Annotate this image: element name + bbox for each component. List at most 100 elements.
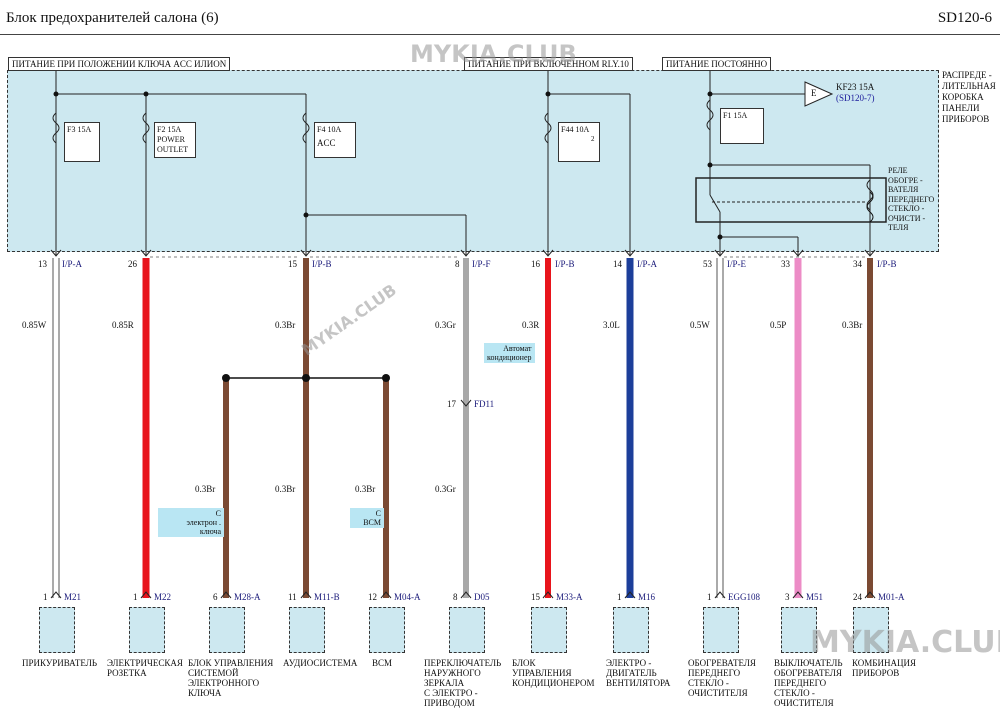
pin-conn: I/P-B <box>312 259 332 269</box>
component-box <box>703 607 739 653</box>
component-box <box>129 607 165 653</box>
pin-conn: I/P-A <box>62 259 82 269</box>
wire-spec: 0.3Gr <box>435 320 456 330</box>
component-box <box>613 607 649 653</box>
kf23-e-mark: E <box>811 88 817 98</box>
dest-pin-num: 3 <box>785 592 790 602</box>
component-box <box>531 607 567 653</box>
page-code: SD120-6 <box>937 10 992 26</box>
dest-conn: M11-B <box>314 592 340 602</box>
dest-conn: D05 <box>474 592 490 602</box>
wire-spec: 0.3Br <box>842 320 863 330</box>
dest-pin-num: 1 <box>617 592 622 602</box>
pin-num: 53 <box>703 259 712 269</box>
dest-pin-num: 11 <box>288 592 297 602</box>
watermark: MYKIA.CLUB <box>410 40 577 68</box>
component-box <box>853 607 889 653</box>
component-label: АУДИОСИСТЕМА <box>283 658 358 668</box>
fuse-f1: F1 15A <box>720 108 764 144</box>
wire-spec: 0.3Br <box>275 320 296 330</box>
dest-conn: M04-A <box>394 592 421 602</box>
dest-conn: M33-A <box>556 592 583 602</box>
wire-spec: 0.3R <box>522 320 540 330</box>
fuse-kf23: KF23 15A <box>836 82 875 92</box>
fuse-f44: F44 10A <box>558 122 600 162</box>
pin-conn: I/P-E <box>727 259 746 269</box>
wire-spec: 3.0L <box>603 320 620 330</box>
dest-conn: M01-A <box>878 592 905 602</box>
fuse-f3: F3 15A <box>64 122 100 162</box>
pin-conn: I/P-B <box>877 259 897 269</box>
wire-spec: 0.3Gr <box>435 484 456 494</box>
wire-spec: 0.3Br <box>275 484 296 494</box>
pin-num: 8 <box>455 259 460 269</box>
component-box <box>781 607 817 653</box>
relay-coil <box>866 191 874 223</box>
wire-spec: 0.3Br <box>195 484 216 494</box>
pin-conn: I/P-A <box>637 259 657 269</box>
wire-spec: 0.5P <box>770 320 787 330</box>
dest-conn: M28-A <box>234 592 261 602</box>
pin-conn: I/P-F <box>472 259 491 269</box>
dest-pin-num: 24 <box>853 592 862 602</box>
wire-spec: 0.85R <box>112 320 134 330</box>
pin-num: 14 <box>613 259 622 269</box>
dest-pin-num: 1 <box>707 592 712 602</box>
relay-box <box>695 177 887 223</box>
dest-conn: M21 <box>64 592 82 602</box>
pin-num: 15 <box>288 259 297 269</box>
component-box <box>289 607 325 653</box>
kf23-ref: (SD120-7) <box>836 93 875 103</box>
section-rly10: ПИТАНИЕ ПРИ ВКЛЮЧЕННОМ RLY.10 <box>464 57 633 71</box>
wire-spec: 0.85W <box>22 320 47 330</box>
pin-num: 16 <box>531 259 540 269</box>
component-box <box>369 607 405 653</box>
dest-pin-num: 8 <box>453 592 458 602</box>
watermark: MYKIA.CLUB <box>810 625 1000 660</box>
pin-num: 26 <box>128 259 137 269</box>
component-box <box>39 607 75 653</box>
pin-num: 34 <box>853 259 862 269</box>
dest-conn: M51 <box>806 592 824 602</box>
dest-conn: EGG108 <box>728 592 760 602</box>
kf23-arrow <box>804 81 834 107</box>
header-bar: Блок предохранителей салона (6) SD120-6 <box>0 0 1000 35</box>
dest-pin-num: 12 <box>368 592 377 602</box>
component-label: BCM <box>372 658 393 668</box>
component-box <box>209 607 245 653</box>
section-constant: ПИТАНИЕ ПОСТОЯННО <box>662 57 772 71</box>
dest-pin-num: 1 <box>133 592 138 602</box>
component-box <box>449 607 485 653</box>
section-acc-on: ПИТАНИЕ ПРИ ПОЛОЖЕНИИ КЛЮЧА ACC ИЛИON <box>8 57 231 71</box>
pin-conn: I/P-B <box>555 259 575 269</box>
dest-conn: M22 <box>154 592 172 602</box>
dest-pin-num: 1 <box>43 592 48 602</box>
fd11-pin: 17 <box>447 399 456 409</box>
dest-pin-num: 6 <box>213 592 218 602</box>
wire-spec: 0.3Br <box>355 484 376 494</box>
dest-pin-num: 15 <box>531 592 540 602</box>
page-title: Блок предохранителей салона (6) <box>6 10 219 26</box>
fuse-f44-sup: 2 <box>591 135 595 143</box>
component-label: ПРИКУРИВАТЕЛЬ <box>22 658 97 668</box>
fd11-conn: FD11 <box>474 399 495 409</box>
dest-conn: M16 <box>638 592 656 602</box>
pin-num: 33 <box>781 259 790 269</box>
wire-spec: 0.5W <box>690 320 710 330</box>
